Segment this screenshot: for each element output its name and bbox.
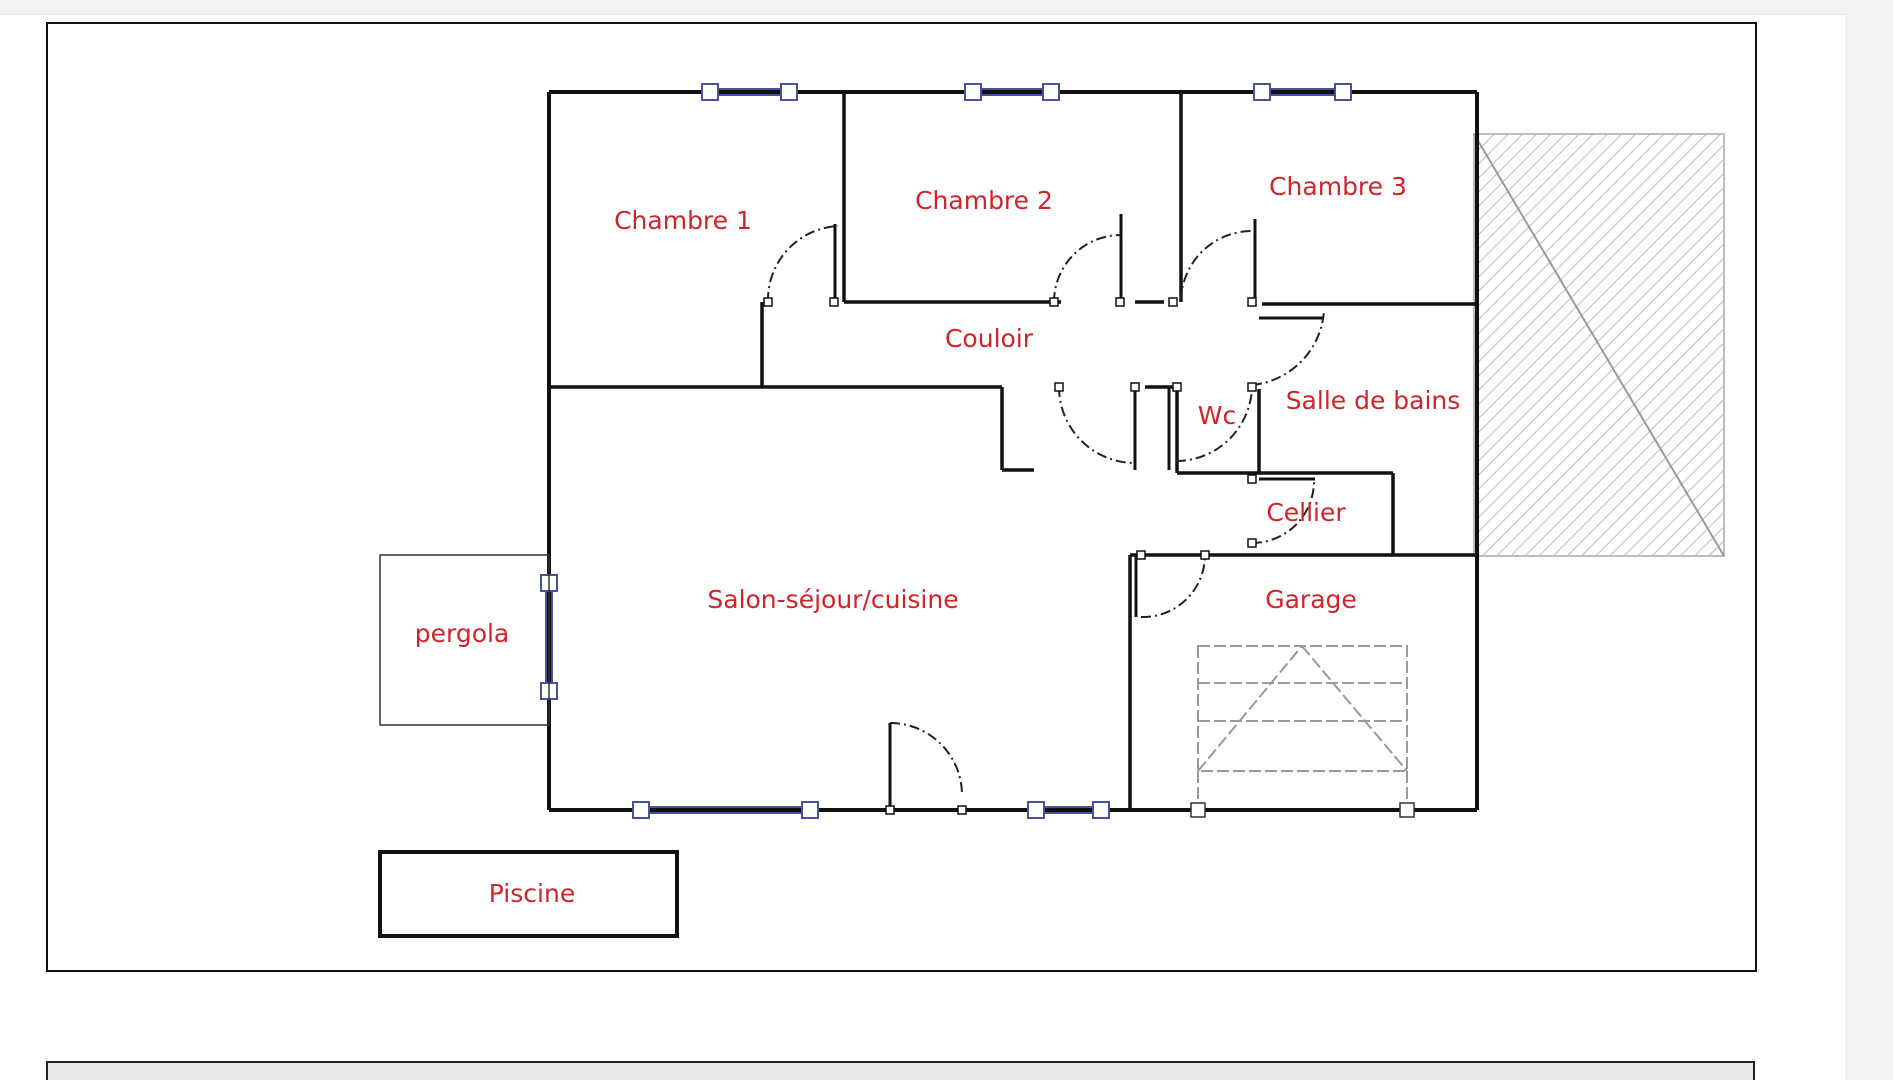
window-top-strip (0, 0, 1893, 15)
label-garage: Garage (1265, 585, 1357, 614)
scrollbar-gutter[interactable] (1845, 14, 1893, 1080)
label-wc: Wc (1198, 401, 1236, 430)
label-salon: Salon-séjour/cuisine (707, 585, 958, 614)
window-frames (540, 83, 1352, 819)
interior-walls (549, 92, 1477, 810)
door-leaves (833, 214, 1324, 810)
label-chambre-1: Chambre 1 (614, 206, 752, 235)
pergola-outline (379, 554, 550, 726)
label-chambre-2: Chambre 2 (915, 186, 1053, 215)
label-salle-de-bains: Salle de bains (1286, 386, 1461, 415)
pool-outline (378, 850, 679, 938)
floor-plan-frame: Chambre 1 Chambre 2 Chambre 3 Couloir Wc… (46, 22, 1757, 972)
label-couloir: Couloir (945, 324, 1034, 353)
hatched-terrace-diagonal (1473, 133, 1725, 557)
floor-plan-drawing: Chambre 1 Chambre 2 Chambre 3 Couloir Wc… (378, 83, 1725, 938)
garage-door-posts (1190, 802, 1415, 818)
windows (545, 88, 1343, 814)
label-chambre-3: Chambre 3 (1269, 172, 1407, 201)
label-pergola: pergola (415, 619, 510, 648)
garage-door-outline (1197, 645, 1408, 810)
next-panel-edge (46, 1061, 1755, 1080)
door-jambs (763, 297, 1257, 815)
door-swings (766, 225, 1325, 796)
label-piscine: Piscine (489, 879, 575, 908)
label-cellier: Cellier (1266, 498, 1346, 527)
